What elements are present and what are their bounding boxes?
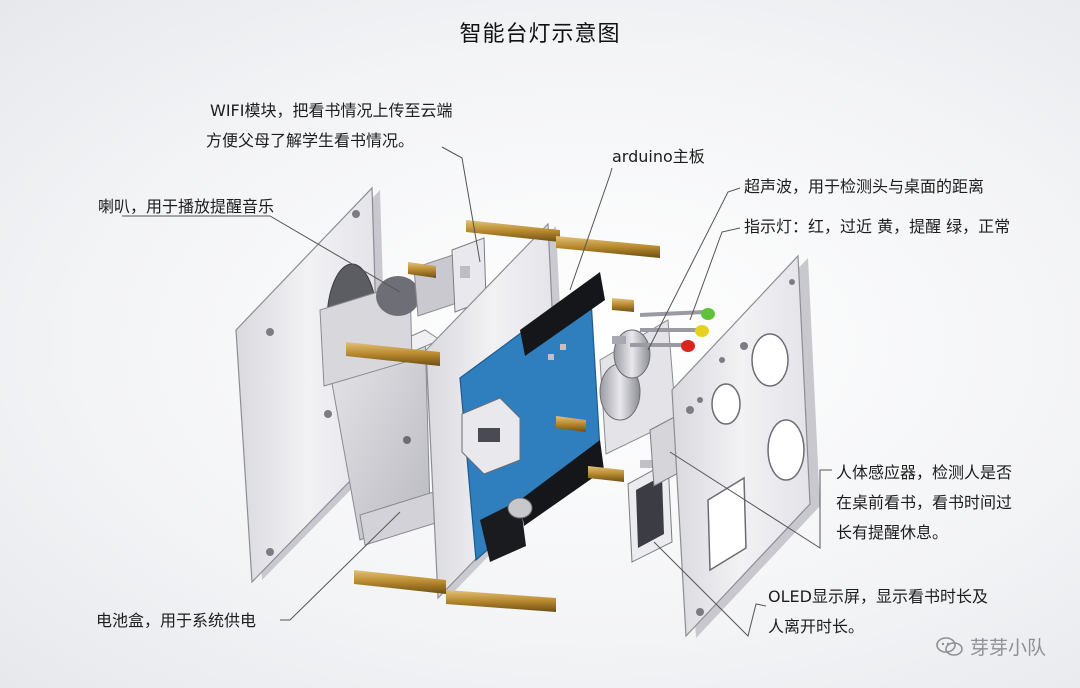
oled-display <box>627 460 673 563</box>
right-end-panel <box>671 254 820 638</box>
indicator-leds <box>630 308 715 352</box>
leader-line-speaker <box>122 215 401 293</box>
panel-screw-hole <box>266 548 274 556</box>
leader-line-oled <box>653 541 767 637</box>
brass-standoffs <box>346 220 660 612</box>
label-speaker: 喇叭，用于播放提醒音乐 <box>98 197 275 216</box>
label-pir-line2: 在桌前看书，看书时间过 <box>836 493 1013 512</box>
leader-lines <box>122 146 832 637</box>
panel-hole-large <box>711 383 741 425</box>
oled-window <box>707 476 747 572</box>
label-indicator: 指示灯：红，过近 黄，提醒 绿，正常 <box>744 217 1011 236</box>
page-title: 智能台灯示意图 <box>459 22 621 47</box>
leader-line-indicator <box>689 227 741 321</box>
ultrasonic-sensor <box>599 319 677 455</box>
watermark-text: 芽芽小队 <box>969 637 1046 659</box>
leader-line-pir <box>669 451 832 549</box>
yellow-led <box>695 325 709 337</box>
green-led <box>701 308 715 320</box>
red-led <box>681 340 695 352</box>
leader-line-wifi <box>441 146 481 263</box>
label-wifi-line1: WIFI模块，把看书情况上传至云端 <box>210 101 453 120</box>
panel-screw-hole <box>324 410 332 418</box>
leader-line-battery <box>280 511 401 621</box>
watermark: 芽芽小队 <box>936 633 1046 660</box>
label-pir-line3: 长有提醒休息。 <box>836 523 949 542</box>
panel-hole-large <box>767 419 805 481</box>
panel-screw-hole <box>266 328 274 336</box>
label-oled-line1: OLED显示屏，显示看书时长及 <box>768 587 988 606</box>
leader-line-ultrasonic <box>647 187 741 351</box>
label-wifi-line2: 方便父母了解学生看书情况。 <box>206 131 415 150</box>
leader-line-arduino <box>569 167 613 291</box>
panel-screw-hole <box>352 210 360 218</box>
arduino-board <box>459 272 605 562</box>
panel-hole-large <box>751 333 789 387</box>
label-pir-line1: 人体感应器，检测人是否 <box>836 463 1013 482</box>
label-battery: 电池盒，用于系统供电 <box>96 611 257 630</box>
label-arduino: arduino主板 <box>612 147 705 166</box>
label-ultrasonic: 超声波，用于检测头与桌面的距离 <box>744 177 985 196</box>
label-oled-line2: 人离开时长。 <box>768 617 865 636</box>
wechat-icon <box>936 636 963 656</box>
